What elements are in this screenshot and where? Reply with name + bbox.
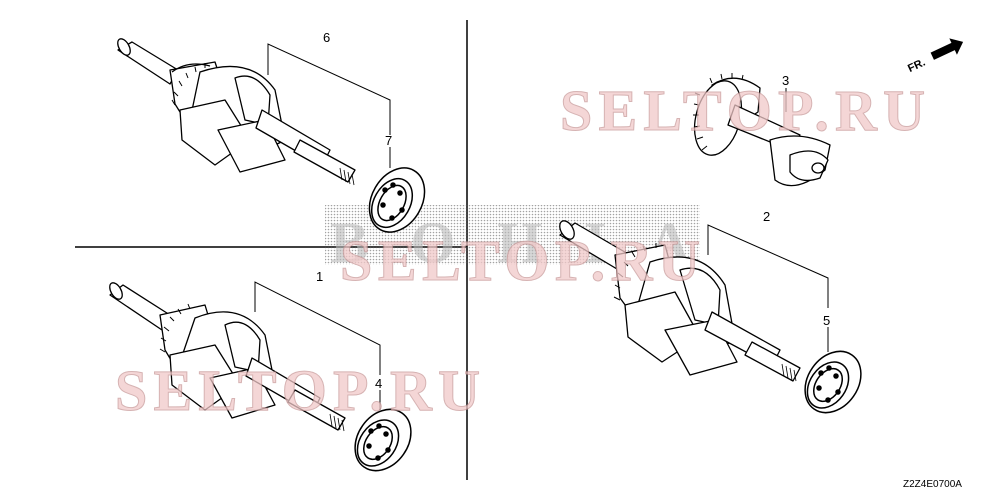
watermark-bottom-left: SELTOP.RU (115, 358, 480, 423)
leader-lines (254, 43, 829, 410)
callout-1: 1 (316, 269, 323, 284)
bearing-4-illustration (354, 408, 412, 472)
callout-4: 4 (375, 376, 382, 391)
crankshaft-6-illustration (117, 38, 356, 186)
front-direction-indicator: FR. (906, 38, 964, 75)
diagram-code: Z2Z4E0700A (903, 479, 962, 490)
leader-6 (267, 43, 391, 135)
callout-2: 2 (763, 209, 770, 224)
callout-5: 5 (823, 313, 830, 328)
bearing-5-illustration (804, 350, 862, 414)
callout-6: 6 (323, 30, 330, 45)
direction-label: FR. (906, 57, 927, 75)
watermark-center: SELTOP.RU (340, 228, 700, 293)
crankshaft-1-illustration (109, 282, 346, 432)
leader-1 (254, 281, 381, 375)
bearing-7-illustration (368, 167, 426, 233)
balancer-3-illustration (693, 73, 831, 187)
direction-arrow-icon (930, 38, 964, 60)
callout-3: 3 (782, 73, 789, 88)
crankshaft-2-illustration (559, 220, 801, 382)
watermark-top-right: SELTOP.RU (560, 78, 925, 143)
leader-2 (707, 224, 829, 308)
callout-7: 7 (385, 133, 392, 148)
